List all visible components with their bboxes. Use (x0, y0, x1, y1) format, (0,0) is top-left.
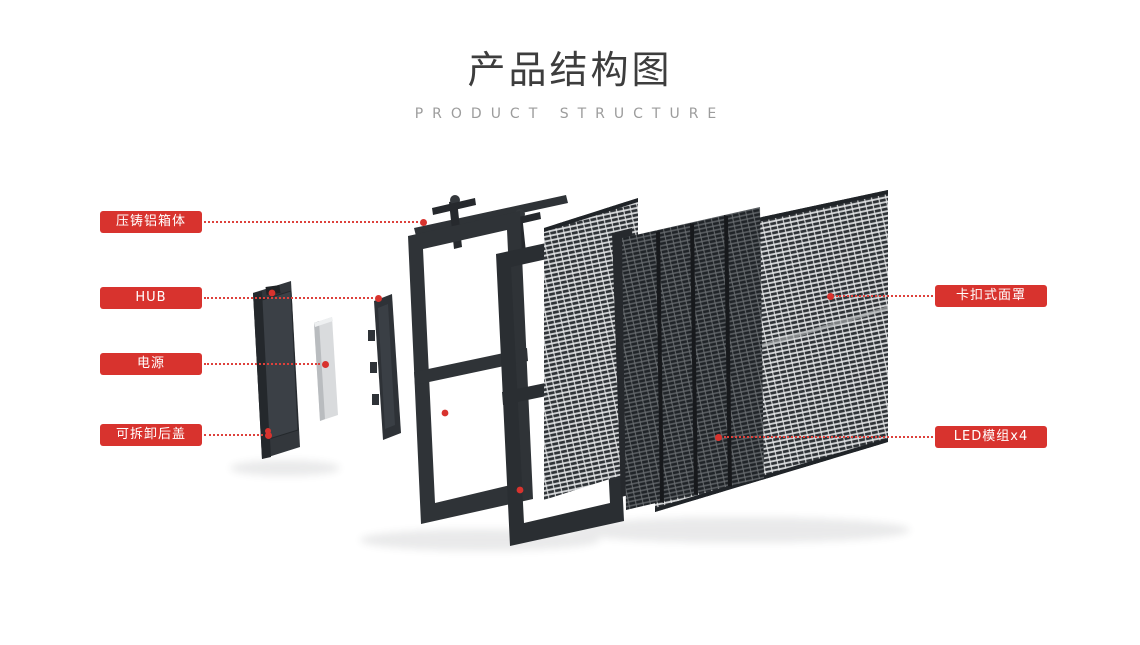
leader-dot (715, 433, 722, 441)
back-cover-part (253, 281, 300, 459)
leader-line (204, 221, 418, 223)
callout-power-supply: 电源 (100, 353, 329, 375)
power-supply-part (314, 317, 338, 421)
part-label-power-supply: 电源 (100, 353, 202, 375)
led-modules-panel (622, 207, 764, 510)
leader-dot (827, 292, 834, 300)
part-label-led-modules: LED模组x4 (935, 426, 1047, 448)
leader-line (204, 363, 320, 365)
callout-back-cover: 可拆卸后盖 (100, 424, 272, 446)
leader-dot (375, 294, 382, 302)
leader-dot (265, 431, 272, 439)
leader-line (724, 436, 933, 438)
callout-led-modules: LED模组x4 (715, 426, 1047, 448)
callout-hub: HUB (100, 287, 382, 309)
part-label-face-mask: 卡扣式面罩 (935, 285, 1047, 307)
leader-line (836, 295, 933, 297)
leader-dot (322, 360, 329, 368)
leader-dot (420, 218, 427, 226)
callout-face-mask: 卡扣式面罩 (827, 285, 1047, 307)
callout-diecast-cabinet: 压铸铝箱体 (100, 211, 427, 233)
page-title: 产品结构图 (467, 48, 673, 92)
ground-shadows (230, 460, 910, 551)
leader-line (204, 297, 373, 299)
part-label-back-cover: 可拆卸后盖 (100, 424, 202, 446)
page-subtitle: PRODUCT STRUCTURE (414, 106, 726, 122)
part-label-hub: HUB (100, 287, 202, 309)
part-label-diecast-cabinet: 压铸铝箱体 (100, 211, 202, 233)
hub-board-part (368, 294, 401, 440)
leader-line (204, 434, 263, 436)
